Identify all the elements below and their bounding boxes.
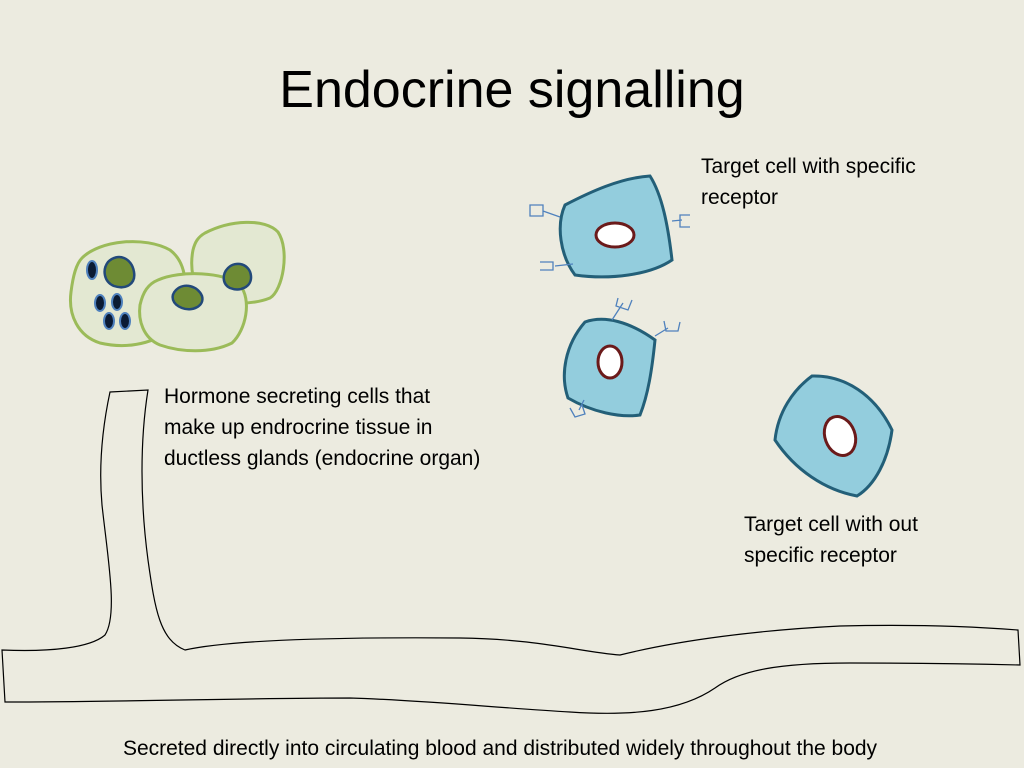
target-without-receptor-label: Target cell with out specific receptor xyxy=(744,513,918,567)
receptor-icon xyxy=(569,297,681,418)
receptor-icon xyxy=(529,204,690,271)
secreting-nucleus xyxy=(222,262,253,291)
secreting-nucleus xyxy=(171,284,204,311)
hormone-cells-label: Hormone secreting cells that make up end… xyxy=(164,385,481,470)
target-cell-icon xyxy=(773,374,894,498)
target-nucleus xyxy=(822,415,858,457)
target-cell-icon xyxy=(529,174,690,279)
hormone-granules xyxy=(86,260,131,330)
target-cell-icon xyxy=(562,297,681,418)
blood-caption: Secreted directly into circulating blood… xyxy=(122,737,878,760)
blood-vessel-icon xyxy=(1,389,1021,714)
target-with-receptor-label: Target cell with specific receptor xyxy=(701,155,916,209)
target-nucleus xyxy=(596,344,624,380)
target-nucleus xyxy=(594,221,636,249)
secreting-nucleus xyxy=(103,255,136,289)
page-title: Endocrine signalling xyxy=(279,61,745,119)
cell-cluster-icon xyxy=(68,220,286,353)
